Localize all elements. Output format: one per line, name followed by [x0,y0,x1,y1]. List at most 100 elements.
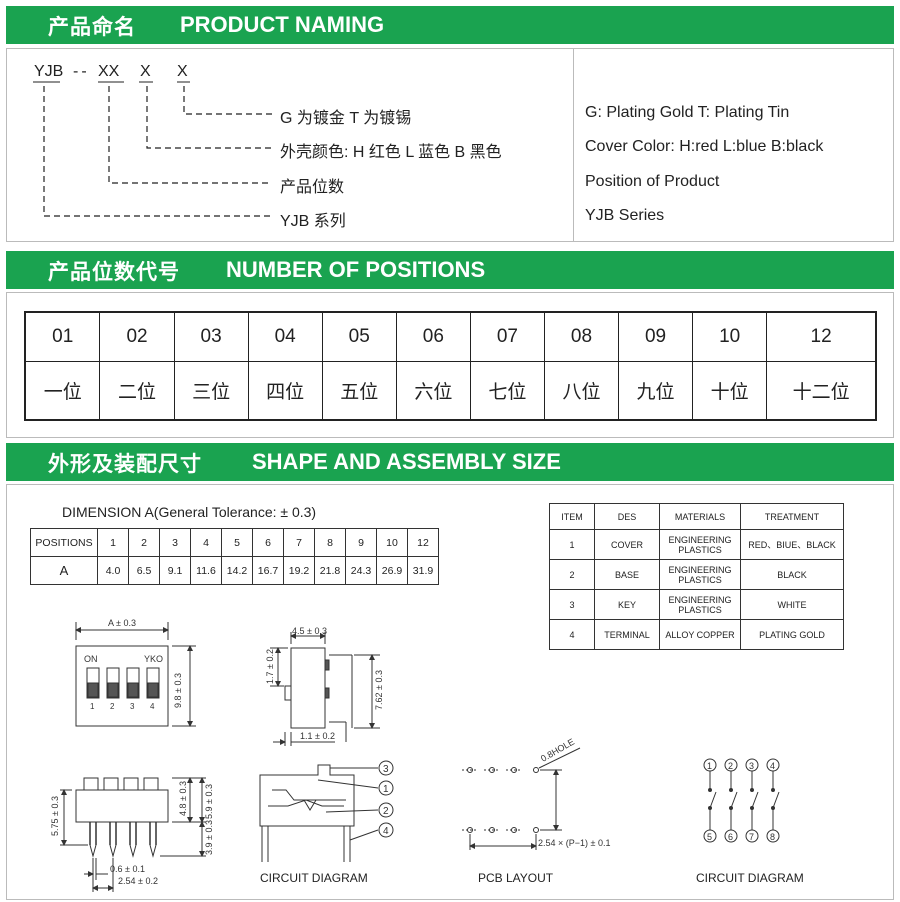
position-name: 一位 [24,360,101,421]
front-b1-dim: 0.6 ± 0.1 [110,864,145,874]
materials-cell: 3 [549,589,595,620]
front-r2-dim: 5.9 ± 0.3 [204,784,214,819]
materials-header-row: ITEM DES MATERIALS TREATMENT [549,503,844,530]
product-naming-panel [6,48,894,242]
position-code: 06 [395,311,471,362]
position-name: 十位 [692,360,768,421]
circuit-caption: CIRCUIT DIAGRAM [696,871,804,885]
circuit-bottom-num: 6 [728,832,733,842]
position-name: 七位 [469,360,545,421]
pcb-caption: PCB LAYOUT [478,871,554,885]
dimension-value: 11.6 [190,556,222,585]
product-naming-cn-title: 产品命名 [48,15,136,39]
dimension-values-row: A 4.0 6.5 9.1 11.6 14.2 16.7 19.2 21.8 2… [30,556,439,585]
shape-en-title: SHAPE AND ASSEMBLY SIZE [252,449,561,474]
naming-code: YJB [34,63,63,81]
naming-leader-lines [33,81,272,217]
callout-2: 2 [383,806,389,817]
naming-cn-line-1: G 为镀金 T 为镀锡 [280,110,412,127]
top-num: 2 [110,702,115,711]
materials-cell: 4 [549,619,595,650]
callout-1: 1 [383,784,389,795]
materials-row: 1 COVER ENGINEERING PLASTICS RED、BIUE、BL… [549,529,844,560]
position-name: 三位 [173,360,249,421]
circuit-top-num: 3 [749,761,754,771]
side-top-dim: 4.5 ± 0.3 [292,626,327,636]
front-b2-dim: 2.54 ± 0.2 [118,876,158,886]
front-r1-dim: 4.8 ± 0.3 [178,781,188,816]
positions-cn-title: 产品位数代号 [48,260,180,284]
dimension-position: 2 [128,528,160,557]
dimension-value: 4.0 [97,556,129,585]
position-code: 04 [247,311,323,362]
dimension-position: 7 [283,528,315,557]
position-code: 03 [173,311,249,362]
circuit-bottom-num: 5 [707,832,712,842]
position-name: 二位 [99,360,175,421]
materials-cell: COVER [594,529,660,560]
side-bottom-dim: 1.1 ± 0.2 [300,731,335,741]
top-view-drawing [75,622,196,727]
code-cover: X [140,63,151,80]
materials-cell: ALLOY COPPER [659,619,741,650]
product-naming-banner: 产品命名 PRODUCT NAMING [6,6,894,44]
dimension-position: 4 [190,528,222,557]
position-code: 08 [543,311,620,362]
side-view-drawing [270,632,380,746]
positions-panel [6,292,894,438]
position-name: 八位 [543,360,620,421]
circuit-bottom-num: 8 [770,832,775,842]
position-code: 01 [24,311,101,362]
positions-table: 01 02 03 04 05 06 07 08 09 10 12 一位 二位 三… [24,311,877,421]
top-on-label: ON [84,654,98,664]
naming-en-line-2: Cover Color: H:red L:blue B:black [585,138,824,155]
materials-cell: RED、BIUE、BLACK [740,529,844,560]
side-left-dim: 1.7 ± 0.2 [265,649,275,684]
position-name: 十二位 [766,360,877,421]
top-num: 4 [150,702,155,711]
materials-row: 4 TERMINAL ALLOY COPPER PLATING GOLD [549,619,844,650]
top-brand-label: YKO [144,654,163,664]
top-height-dim: 9.8 ± 0.3 [173,673,183,708]
shape-cn-title: 外形及装配尺寸 [48,452,202,476]
dimension-value: 21.8 [314,556,346,585]
shape-panel [6,484,894,900]
front-left-dim: 5.75 ± 0.3 [50,796,60,836]
dimension-value: 26.9 [376,556,408,585]
position-code: 07 [469,311,545,362]
naming-cn-line-2: 外壳颜色: H 红色 L 蓝色 B 黑色 [280,144,502,161]
front-r3-dim: 3.9 ± 0.3 [204,820,214,855]
dimension-value: 24.3 [345,556,377,585]
position-code: 10 [692,311,768,362]
code-pos: XX [98,63,120,80]
dimension-value: 31.9 [407,556,439,585]
positions-en-title: NUMBER OF POSITIONS [226,257,486,282]
materials-cell: ENGINEERING PLASTICS [659,529,741,560]
dimension-value: 19.2 [283,556,315,585]
pcb-layout-drawing [462,747,581,850]
panel-divider [573,49,574,241]
pcb-pitch-label: 2.54 × (P−1) ± 0.1 [538,838,610,848]
front-view-drawing [60,777,206,892]
positions-code-row: 01 02 03 04 05 06 07 08 09 10 12 [24,311,877,362]
circuit-diagram-drawing [703,758,780,843]
code-plating: X [177,63,188,80]
materials-header: ITEM [549,503,595,530]
dimension-value: 9.1 [159,556,191,585]
section-caption: CIRCUIT DIAGRAM [260,871,368,885]
top-num: 1 [90,702,95,711]
position-name: 九位 [618,360,694,421]
materials-cell: TERMINAL [594,619,660,650]
product-naming-en-title: PRODUCT NAMING [180,12,385,37]
dimension-position: 5 [221,528,253,557]
top-width-dim: A ± 0.3 [108,618,136,628]
materials-table: ITEM DES MATERIALS TREATMENT 1 COVER ENG… [549,503,844,650]
callout-3: 3 [383,764,389,775]
cross-section-drawing [259,760,394,862]
callout-4: 4 [383,826,389,837]
shape-banner: 外形及装配尺寸 SHAPE AND ASSEMBLY SIZE [6,443,894,481]
position-code: 09 [618,311,694,362]
code-sep: -- [73,63,90,80]
naming-en-line-3: Position of Product [585,173,720,190]
